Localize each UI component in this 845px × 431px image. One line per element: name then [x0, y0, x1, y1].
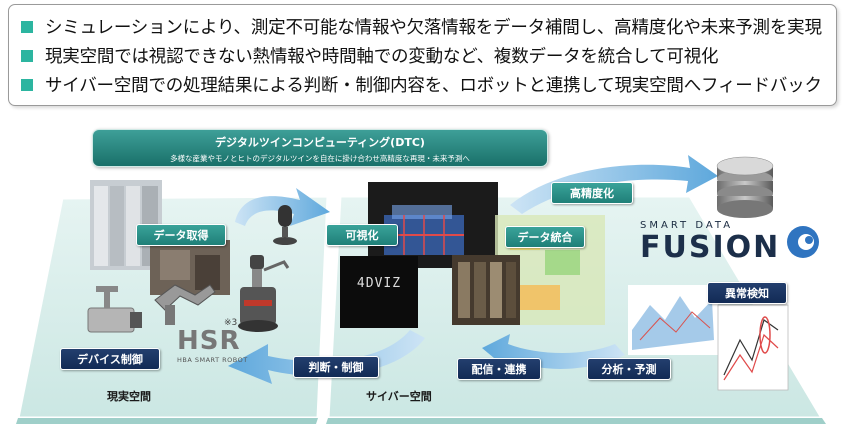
real-space-label: 現実空間 — [107, 390, 151, 403]
bullet-item: シミュレーションにより、測定不可能な情報や欠落情報をデータ補間し、高精度化や未来… — [21, 12, 836, 41]
fusion-text: FUSION — [640, 230, 781, 265]
microphone-icon — [273, 205, 297, 245]
robot-gripper-icon — [154, 284, 216, 325]
fusion-logo-icon — [787, 226, 819, 258]
dtc-title: デジタルツインコンピューティング(DTC) — [215, 136, 425, 149]
hsr-robot-icon — [238, 255, 290, 332]
bullet-text: シミュレーションにより、測定不可能な情報や欠落情報をデータ補間し、高精度化や未来… — [45, 18, 822, 38]
label-analysis-prediction: 分析・予測 — [587, 358, 671, 380]
bullet-square-icon — [21, 78, 33, 91]
4dviz-panel: 4DVIZ — [340, 256, 418, 328]
cyber-space-label: サイバー空間 — [366, 390, 432, 403]
dtc-banner: デジタルツインコンピューティング(DTC) 多様な産業やモノとヒトのデジタルツイ… — [92, 129, 548, 167]
hsr-subtitle: HBA SMART ROBOT — [177, 356, 248, 364]
database-icon — [716, 156, 774, 218]
bullet-item: サイバー空間での処理結果による判断・制御内容を、ロボットと連携して現実空間へフィ… — [21, 70, 836, 99]
summary-box: シミュレーションにより、測定不可能な情報や欠落情報をデータ補間し、高精度化や未来… — [8, 4, 837, 106]
machinery-photo — [150, 240, 230, 295]
label-high-precision: 高精度化 — [551, 182, 633, 204]
label-visualization: 可視化 — [326, 224, 398, 246]
line-chart-image — [717, 304, 789, 391]
surface-chart-image — [628, 285, 718, 355]
label-device-control: デバイス制御 — [60, 348, 160, 370]
label-anomaly-detection: 異常検知 — [707, 282, 787, 304]
label-data-integration: データ統合 — [505, 226, 585, 248]
label-distribution-linkage: 配信・連携 — [457, 358, 541, 380]
bullet-square-icon — [21, 49, 33, 62]
hsr-note: ※3 — [224, 318, 238, 328]
camera-icon — [87, 286, 142, 333]
arrow-back-icon — [228, 330, 425, 384]
bullet-text: 現実空間では視認できない熱情報や時間軸での変動など、複数データを統合して可視化 — [45, 47, 719, 67]
label-judgment-control: 判断・制御 — [293, 356, 379, 378]
datacenter-photo — [452, 255, 520, 325]
smart-data-text: SMART DATA — [640, 220, 734, 231]
4dviz-logo-text: 4DVIZ — [356, 276, 402, 291]
dtc-subtitle: 多様な産業やモノとヒトのデジタルツインを自在に掛け合わせ高精度な再現・未来予測へ — [170, 154, 470, 163]
bullet-square-icon — [21, 20, 33, 33]
label-data-acquisition: データ取得 — [136, 224, 226, 246]
hsr-text: HSR — [177, 326, 241, 356]
hsr-logo: HSR ※3 HBA SMART ROBOT — [177, 318, 247, 364]
arrow-to-db-icon — [510, 155, 718, 214]
bullet-item: 現実空間では視認できない熱情報や時間軸での変動など、複数データを統合して可視化 — [21, 41, 836, 70]
bullet-text: サイバー空間での処理結果による判断・制御内容を、ロボットと連携して現実空間へフィ… — [45, 76, 822, 96]
